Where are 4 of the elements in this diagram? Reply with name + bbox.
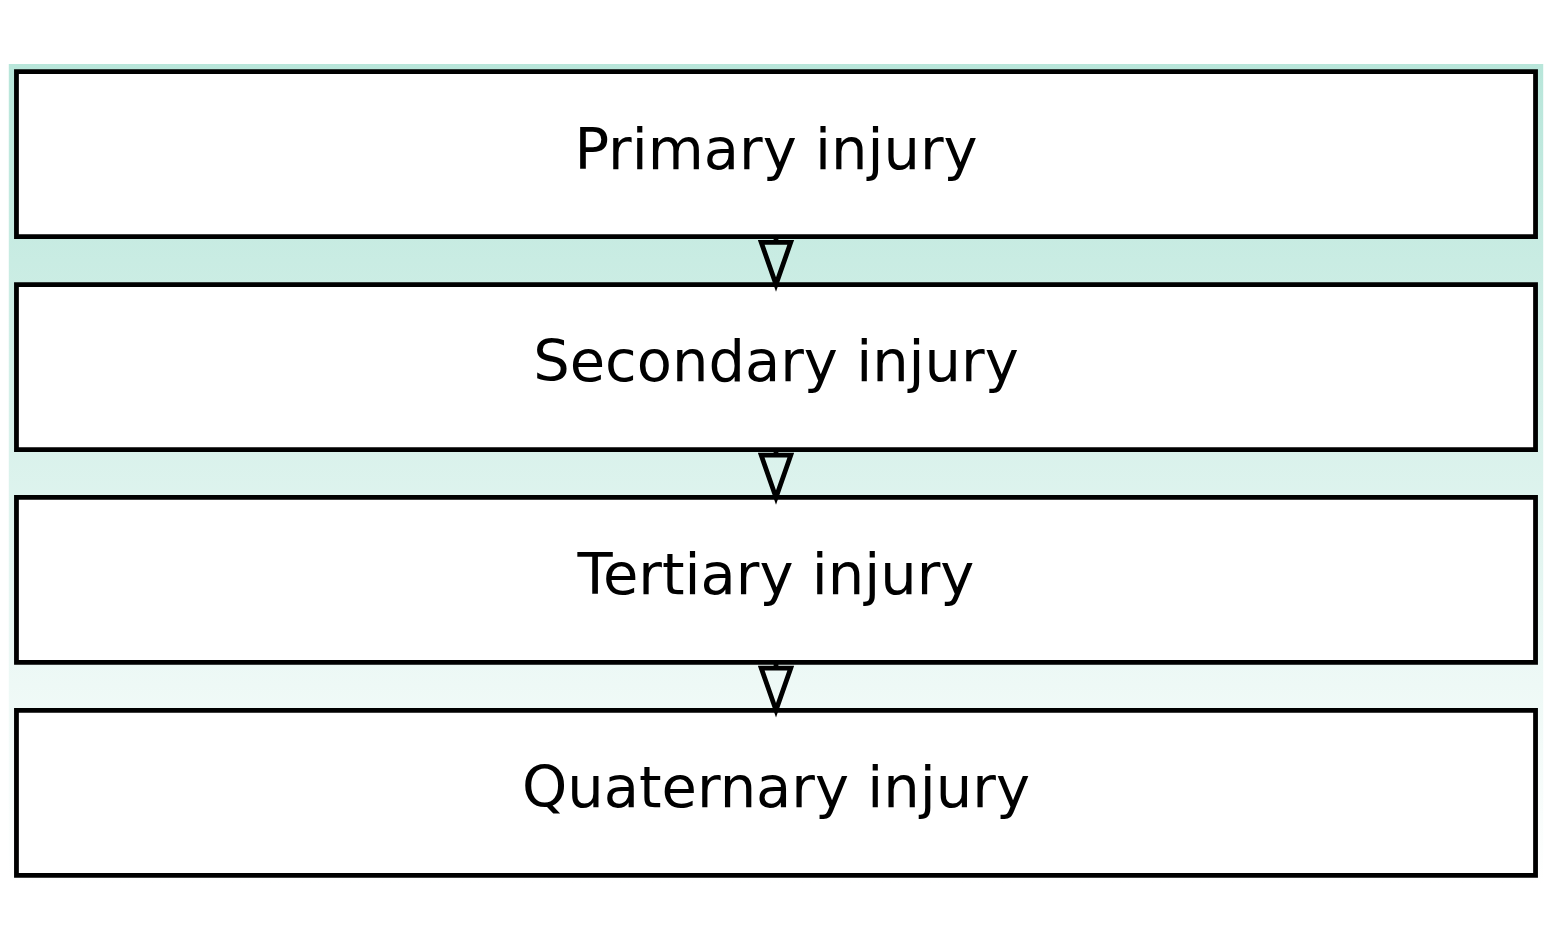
node-box: Primary injury [14,69,1538,239]
node-box: Tertiary injury [14,495,1538,665]
node-box: Quaternary injury [14,708,1538,878]
node-box: Secondary injury [14,282,1538,452]
